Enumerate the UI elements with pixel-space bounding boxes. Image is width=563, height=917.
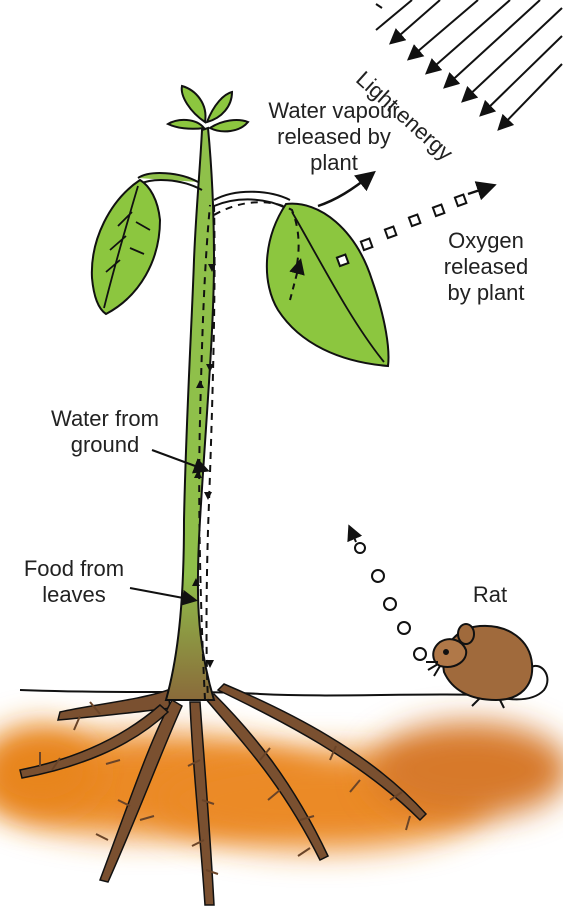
- breath-arrow: [350, 528, 356, 542]
- left-leaf: [92, 180, 160, 314]
- oxygen-line-2: released: [430, 254, 542, 280]
- top-sprout: [168, 86, 248, 131]
- water-from-ground-line-1: Water from: [38, 406, 172, 432]
- food-from-leaves-line-2: leaves: [6, 582, 142, 608]
- right-leaf: [267, 204, 389, 366]
- oxygen-line-1: Oxygen: [430, 228, 542, 254]
- food-from-leaves-label: Food from leaves: [6, 556, 142, 608]
- water-from-ground-label: Water from ground: [38, 406, 172, 458]
- vapour-arrow: [318, 174, 372, 206]
- ground-line: [20, 690, 515, 696]
- rat-label: Rat: [465, 582, 515, 608]
- food-from-leaves-line-1: Food from: [6, 556, 142, 582]
- oxygen-label: Oxygen released by plant: [430, 228, 542, 306]
- breath-circles: [355, 543, 426, 660]
- water-vapour-line-3: plant: [244, 150, 424, 176]
- oxygen-line-3: by plant: [430, 280, 542, 306]
- water-from-ground-line-2: ground: [38, 432, 172, 458]
